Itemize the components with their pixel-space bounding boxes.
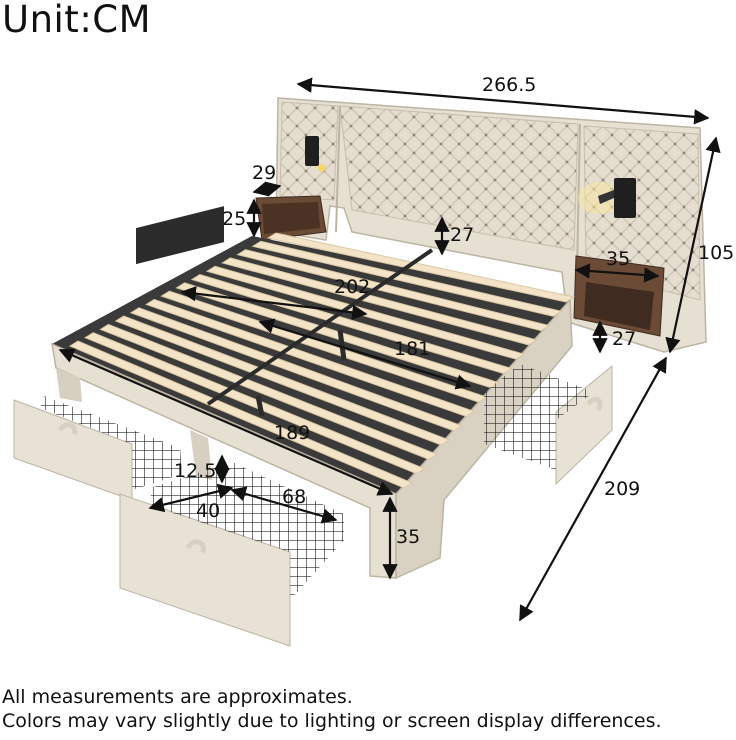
dim-nightstand-depth: 29 [252, 162, 277, 184]
arrow-drawer-depth [148, 483, 234, 513]
dim-headboard-height: 105 [698, 242, 735, 264]
dim-side-length: 189 [274, 422, 311, 444]
arrow-nightstand-depth [252, 181, 282, 197]
slat [251, 240, 563, 317]
dim-nightstand-width: 35 [606, 248, 631, 270]
note-approximate: All measurements are approximates. [2, 686, 353, 708]
dim-slat-length: 202 [334, 276, 371, 298]
right-drawer [484, 364, 613, 486]
dimension-arrows [58, 77, 721, 622]
slat [236, 249, 551, 332]
note-colors: Colors may vary slightly due to lighting… [2, 710, 662, 732]
dim-drawer-depth: 40 [196, 500, 221, 522]
left-reading-lamp [305, 136, 326, 172]
arrow-slat [180, 285, 368, 321]
right-reading-lamp [578, 178, 636, 218]
dim-drawer-height: 12.5 [174, 460, 217, 482]
arrow-width [296, 77, 710, 125]
dim-drawer-width: 68 [282, 486, 307, 508]
left-nightstand [255, 195, 327, 241]
dim-frame-height: 35 [396, 526, 421, 548]
unit-title: Unit:CM [2, 0, 152, 41]
arrow-length [519, 356, 667, 622]
dim-total-width: 266.5 [482, 74, 537, 96]
dim-nightstand-height: 25 [222, 208, 247, 230]
arrow-side [58, 348, 394, 496]
dim-inner-length: 181 [394, 338, 431, 360]
dim-total-length: 209 [604, 478, 641, 500]
front-drawer [119, 462, 344, 647]
arrow-nightstand-width [574, 263, 660, 283]
arrow-headboard-height [665, 136, 721, 354]
arrow-drawer-width [230, 486, 338, 524]
slat [266, 232, 576, 303]
dim-headboard-clearance: 27 [450, 224, 475, 246]
dim-nightstand-lower-height: 27 [612, 328, 637, 350]
